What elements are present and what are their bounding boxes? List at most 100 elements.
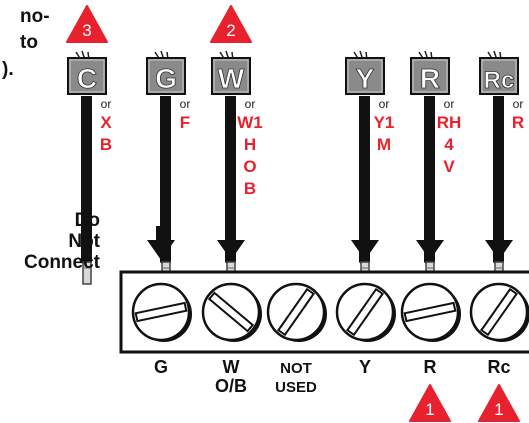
terminal-screw-2 [266, 282, 327, 342]
warning-triangle-icon [409, 384, 451, 422]
terminal-block [119, 270, 529, 354]
terminal-warning-4: 1 [409, 384, 451, 422]
terminal-screw-1 [201, 282, 262, 342]
down-arrow-icon [416, 226, 444, 260]
wire-alt-label: 4 [444, 135, 454, 154]
down-arrow-icon [217, 226, 245, 260]
wire-tag [410, 57, 450, 95]
wire-tag-highlight [148, 59, 184, 93]
do-not-connect-line-1: Not [68, 231, 100, 252]
wire-tag-highlight [481, 59, 517, 93]
terminal-label: Rc [487, 357, 510, 377]
terminal-label: G [154, 357, 168, 377]
terminal-label: W [223, 357, 240, 377]
screw-slot [276, 287, 316, 337]
wire-conductor [82, 261, 92, 285]
screw-slot-rect [403, 301, 457, 323]
screw-slot-rect [134, 301, 188, 323]
screw-slot-rect [479, 287, 519, 337]
wire-alt-label: M [377, 135, 391, 154]
wire-body [225, 96, 236, 266]
wire-tag [211, 57, 251, 95]
wire-alt-label: W1 [237, 113, 263, 132]
wire-body [359, 96, 370, 266]
wire-letter: Rc [484, 67, 515, 94]
wire-body [493, 96, 504, 266]
wire-letter: R [420, 63, 440, 94]
wire-tag-highlight [69, 59, 105, 93]
terminal-screw-3 [335, 282, 396, 342]
wire-warning-c: 3 [66, 5, 108, 43]
warning-triangle-icon [66, 5, 108, 43]
do-not-connect-line-0: Do [75, 210, 100, 231]
screw-slot [403, 301, 457, 323]
terminal-warning-5: 1 [478, 384, 520, 422]
wire-tag-highlight [412, 59, 448, 93]
wire-alt-label: O [243, 157, 256, 176]
intro-text-fragment: no-to). [2, 6, 50, 80]
wire-alt-label: B [244, 179, 256, 198]
wire-body [81, 96, 92, 266]
down-arrow-icon [147, 226, 175, 260]
wire-letter: C [77, 63, 97, 94]
wire-or-label: or [379, 97, 390, 111]
wire-body [160, 96, 171, 266]
wire-alt-label: B [100, 135, 112, 154]
wire-rc: Rc orR [479, 50, 524, 285]
intro-line-1: to [20, 32, 38, 53]
wire-tag [67, 57, 107, 95]
screw-slot-rect [345, 287, 385, 337]
wire-tag [146, 57, 186, 95]
wire-or-label: or [513, 97, 524, 111]
screw-slot [207, 291, 255, 333]
wire-tag [345, 57, 385, 95]
down-arrow-icon [351, 226, 379, 260]
screw-slot [345, 287, 385, 337]
wire-letter: W [218, 63, 245, 94]
wire-warning-w: 2 [210, 5, 252, 43]
screw-slot-rect [276, 287, 316, 337]
warning-triangle-icon [478, 384, 520, 422]
intro-line-2: ). [2, 59, 14, 80]
terminal-label: O/B [215, 376, 247, 396]
wire-alt-label: X [100, 113, 112, 132]
wire-alt-label: F [180, 113, 190, 132]
wire-alt-label: V [443, 157, 455, 176]
screw-slot-rect [207, 291, 255, 333]
intro-line-0: no- [20, 6, 50, 27]
wire-tag-highlight [347, 59, 383, 93]
wire-or-label: or [101, 97, 112, 111]
arrow-group [147, 226, 513, 260]
terminal-screw-0 [131, 282, 192, 342]
terminal-label: R [424, 357, 437, 377]
wire-or-label: or [180, 97, 191, 111]
wire-letter: G [155, 63, 177, 94]
wire-alt-label: R [512, 113, 524, 132]
terminal-label: NOT [280, 360, 312, 377]
warning-number: 1 [425, 400, 434, 419]
down-arrow-icon [485, 226, 513, 260]
wire-letter: Y [356, 63, 375, 94]
terminal-screw-4 [400, 282, 461, 342]
wire-body [424, 96, 435, 266]
wire-alt-label: RH [437, 113, 462, 132]
warning-number: 3 [82, 21, 91, 40]
terminal-label: Y [359, 357, 371, 377]
wire-tag [479, 57, 519, 95]
wire-or-label: or [245, 97, 256, 111]
terminal-screw-5 [469, 282, 529, 342]
warning-number: 2 [226, 21, 235, 40]
wire-tag-highlight [213, 59, 249, 93]
screw-slot [134, 301, 188, 323]
warning-number: 1 [494, 400, 503, 419]
warning-triangle-icon [210, 5, 252, 43]
